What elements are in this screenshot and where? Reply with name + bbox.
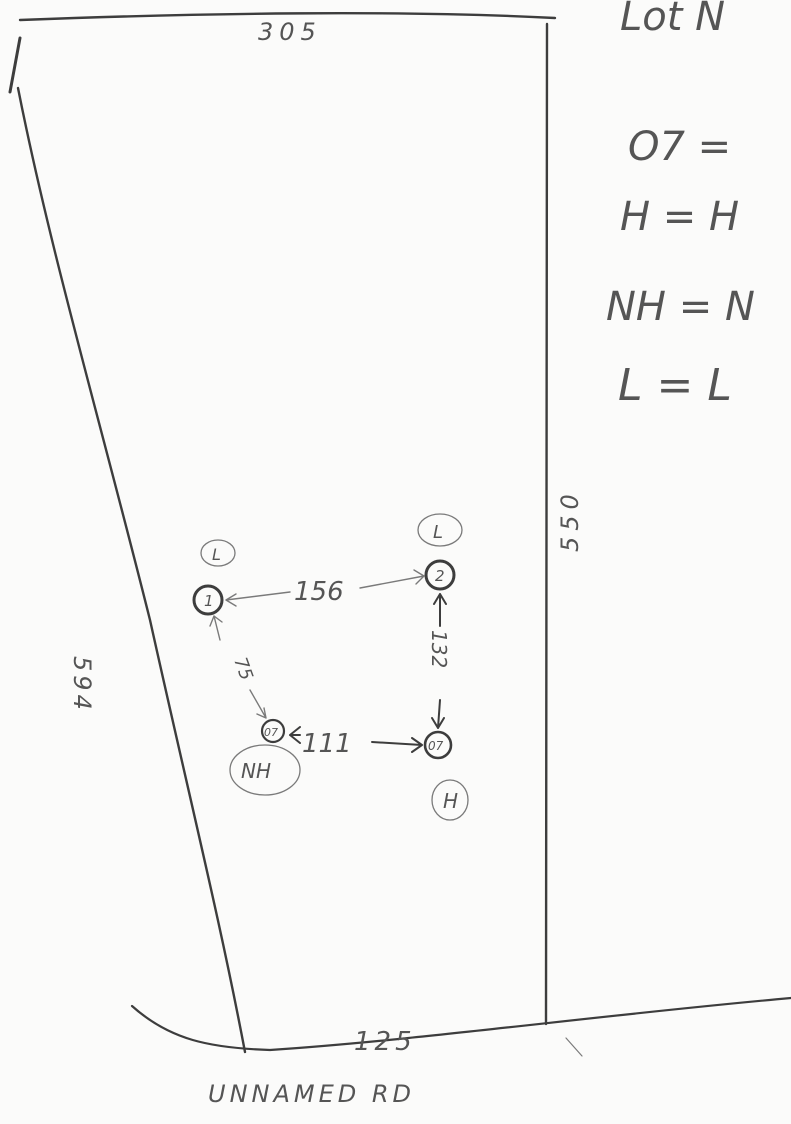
left-boundary-distance: 594: [68, 656, 96, 714]
point-1-label: 1: [204, 592, 214, 610]
legend-entry-nh: NH = N: [606, 284, 755, 330]
road-line: [130, 996, 791, 1052]
point-h-tag-circle: [431, 779, 469, 821]
point-1-tag: L: [212, 545, 221, 564]
arrow-nh-to-h: [289, 726, 423, 753]
arrow-1-to-2: [225, 569, 425, 607]
top-boundary-distance: 305: [258, 18, 322, 46]
point-1-marker: [192, 584, 224, 616]
legend-entry-l: L = L: [618, 360, 732, 411]
arrow-1-to-nh: [209, 615, 267, 719]
point-2-label: 2: [435, 567, 445, 585]
point-h-label: 07: [428, 739, 444, 753]
point-1-tag-circle: [200, 539, 236, 567]
point-nh-label: 07: [264, 726, 278, 739]
distance-1-to-nh: 75: [229, 655, 257, 684]
right-boundary-line: [544, 22, 549, 1026]
legend-entry-o7: O7 =: [628, 124, 731, 170]
top-boundary-line: [18, 12, 557, 22]
distance-2-to-h: 132: [427, 630, 451, 668]
point-nh-marker: [260, 718, 286, 744]
arrow-2-to-h: [431, 593, 447, 729]
lot-title: Lot N: [620, 0, 725, 40]
point-nh-tag: NH: [241, 759, 271, 783]
bottom-boundary-distance: 125: [354, 1027, 416, 1057]
legend-entry-h: H = H: [620, 194, 739, 240]
point-h-marker: [423, 730, 453, 760]
distance-1-to-2: 156: [294, 577, 344, 607]
top-left-corner-mark: [8, 36, 22, 94]
point-nh-tag-circle: [229, 744, 301, 796]
road-label: UNNAMED RD: [208, 1080, 415, 1108]
point-2-tag: L: [433, 522, 443, 543]
right-boundary-distance: 550: [556, 488, 584, 552]
road-tick-mark: [565, 1037, 583, 1057]
distance-nh-to-h: 111: [302, 729, 352, 759]
point-2-marker: [424, 559, 456, 591]
point-2-tag-circle: [417, 513, 463, 547]
point-h-tag: H: [443, 789, 458, 813]
left-boundary-line: [16, 86, 247, 1054]
